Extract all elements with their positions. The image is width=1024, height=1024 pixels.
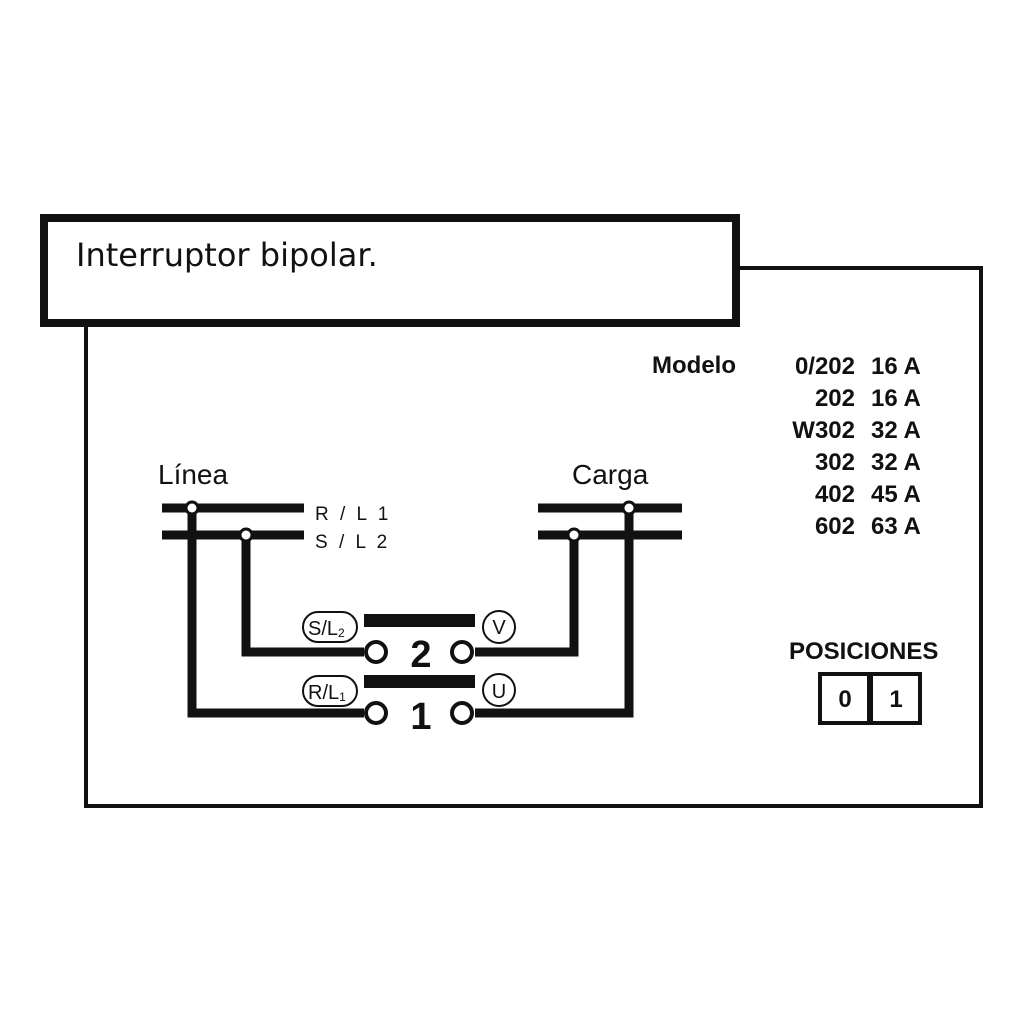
model-name: W302 — [792, 417, 855, 444]
wire-rl1 — [187, 508, 364, 718]
contact-bar-2 — [364, 614, 475, 627]
model-name: 302 — [815, 449, 855, 476]
terminal-badge-label: U — [492, 681, 506, 703]
bus-label-sl2: S / L 2 — [315, 532, 390, 553]
wire-v — [475, 535, 579, 657]
model-name: 602 — [815, 513, 855, 540]
terminal-badge-v — [482, 610, 516, 644]
terminal-badge-u — [482, 673, 516, 707]
pole-number-1: 1 — [410, 696, 431, 738]
page-title: Interruptor bipolar. — [76, 236, 378, 274]
terminal-badge-label: R/L1 — [308, 682, 346, 704]
carga-label: Carga — [572, 459, 649, 490]
title-box — [40, 214, 740, 327]
position-label-0: 0 — [838, 686, 851, 713]
model-current: 32 A — [871, 449, 921, 476]
terminal-circle — [450, 640, 474, 664]
model-name: 0/202 — [795, 353, 855, 380]
position-box-1 — [869, 672, 922, 725]
positions-label: POSICIONES — [789, 638, 938, 665]
contact-bar-1 — [364, 675, 475, 688]
wire-u — [475, 508, 634, 718]
model-table: 0/202 16 A 202 16 A W302 32 A 302 32 A 4… — [792, 353, 921, 540]
terminal-badge-sl2 — [302, 611, 358, 643]
model-current: 16 A — [871, 353, 921, 380]
model-current: 45 A — [871, 481, 921, 508]
junction-dot — [621, 500, 637, 516]
terminal-badge-label: S/L2 — [308, 618, 345, 640]
terminal-badge-label: V — [492, 617, 506, 639]
linea-label: Línea — [158, 459, 228, 490]
pole-number-2: 2 — [410, 634, 431, 676]
model-current: 32 A — [871, 417, 921, 444]
model-current: 63 A — [871, 513, 921, 540]
junction-dot — [184, 500, 200, 516]
junction-dot — [566, 527, 582, 543]
terminal-badge-rl1 — [302, 675, 358, 707]
terminal-circle — [364, 701, 388, 725]
model-current: 16 A — [871, 385, 921, 412]
model-name: 402 — [815, 481, 855, 508]
model-name: 202 — [815, 385, 855, 412]
terminal-circle — [364, 640, 388, 664]
bus-label-rl1: R / L 1 — [315, 504, 391, 525]
modelo-label: Modelo — [652, 352, 736, 379]
junction-dot — [238, 527, 254, 543]
terminal-circle — [450, 701, 474, 725]
position-label-1: 1 — [889, 686, 902, 713]
wire-sl2 — [241, 535, 364, 657]
